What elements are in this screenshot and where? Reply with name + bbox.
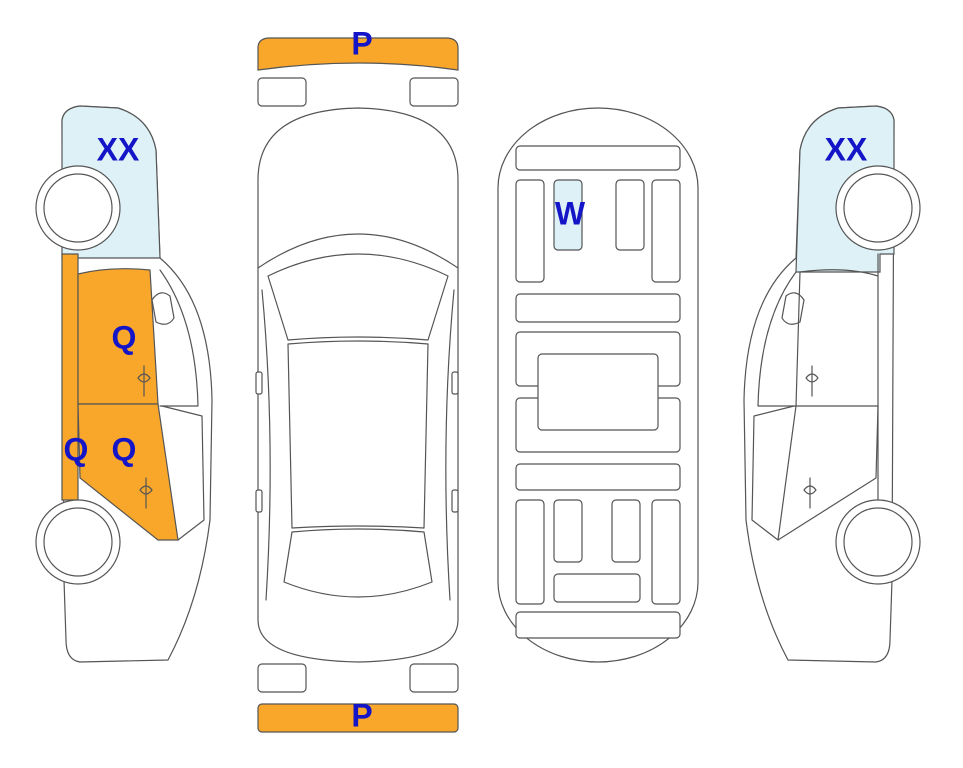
underbody-cross-member-1	[515, 293, 681, 323]
left-front-wheel-hub	[43, 173, 113, 243]
right-rear-door-line	[777, 405, 879, 541]
underbody-view: W	[497, 107, 699, 663]
left-front-door-handle	[137, 365, 151, 397]
right-rear-window-line	[751, 405, 795, 541]
right-front-door-line	[795, 269, 879, 407]
label-front-bumper: P	[351, 25, 372, 61]
top-hood-line	[257, 233, 459, 269]
left-mirror	[151, 292, 175, 325]
underbody-front-left-rail	[515, 179, 545, 283]
right-window-line	[757, 271, 797, 407]
left-rear-door-handle	[139, 477, 153, 509]
left-rear-window-line	[161, 405, 205, 541]
top-right-handle	[451, 489, 459, 513]
underbody-front-right-rail	[651, 179, 681, 283]
right-rear-wheel-hub	[843, 507, 913, 577]
left-window-line	[159, 269, 199, 407]
rear-bumper-panel	[257, 703, 459, 733]
underbody-outline	[497, 107, 699, 663]
top-body-outline	[257, 107, 459, 663]
top-windshield	[267, 253, 449, 341]
top-left-side-line	[261, 289, 271, 601]
rear-right-light	[409, 663, 459, 693]
rear-left-light	[257, 663, 307, 693]
underbody-rear-left-rail	[515, 499, 545, 605]
top-right-side-line	[445, 289, 455, 601]
underbody-w-panel	[553, 179, 583, 251]
underbody-rear-right-rail	[651, 499, 681, 605]
underbody-rear-cross	[553, 573, 641, 603]
right-side-view: XX	[743, 105, 921, 663]
underbody-center-tunnel	[537, 353, 659, 431]
label-rear-bumper: P	[351, 697, 372, 733]
top-left-mirror	[255, 371, 263, 395]
left-front-door-panel	[77, 268, 159, 405]
front-right-light	[409, 77, 459, 107]
top-roof	[287, 340, 429, 529]
label-roof-panel: W	[555, 195, 586, 231]
label-left-front-door: Q	[112, 319, 137, 355]
underbody-rear-bar	[515, 611, 681, 639]
top-rear-window	[283, 528, 433, 598]
left-rear-wheel-hub	[43, 507, 113, 577]
top-left-handle	[255, 489, 263, 513]
underbody-cross-member-2	[515, 463, 681, 491]
label-left-rear-door: Q	[112, 431, 137, 467]
underbody-front-mid-rail	[615, 179, 645, 251]
top-right-mirror	[451, 371, 459, 395]
front-left-light	[257, 77, 307, 107]
right-rear-door-handle	[803, 477, 817, 509]
underbody-rear-mid-right	[611, 499, 641, 563]
front-bumper-panel	[257, 37, 459, 71]
right-front-wheel-hub	[843, 173, 913, 243]
right-front-door-handle	[805, 365, 819, 397]
underbody-rear-mid-left	[553, 499, 583, 563]
label-left-front-upper: XX	[97, 131, 140, 167]
label-right-front-upper: XX	[825, 131, 868, 167]
underbody-front-bar	[515, 145, 681, 171]
top-view-exterior: P P	[255, 25, 459, 733]
label-left-rocker: Q	[64, 431, 89, 467]
left-side-view: XX Q Q Q	[35, 105, 213, 663]
right-mirror	[781, 292, 805, 325]
